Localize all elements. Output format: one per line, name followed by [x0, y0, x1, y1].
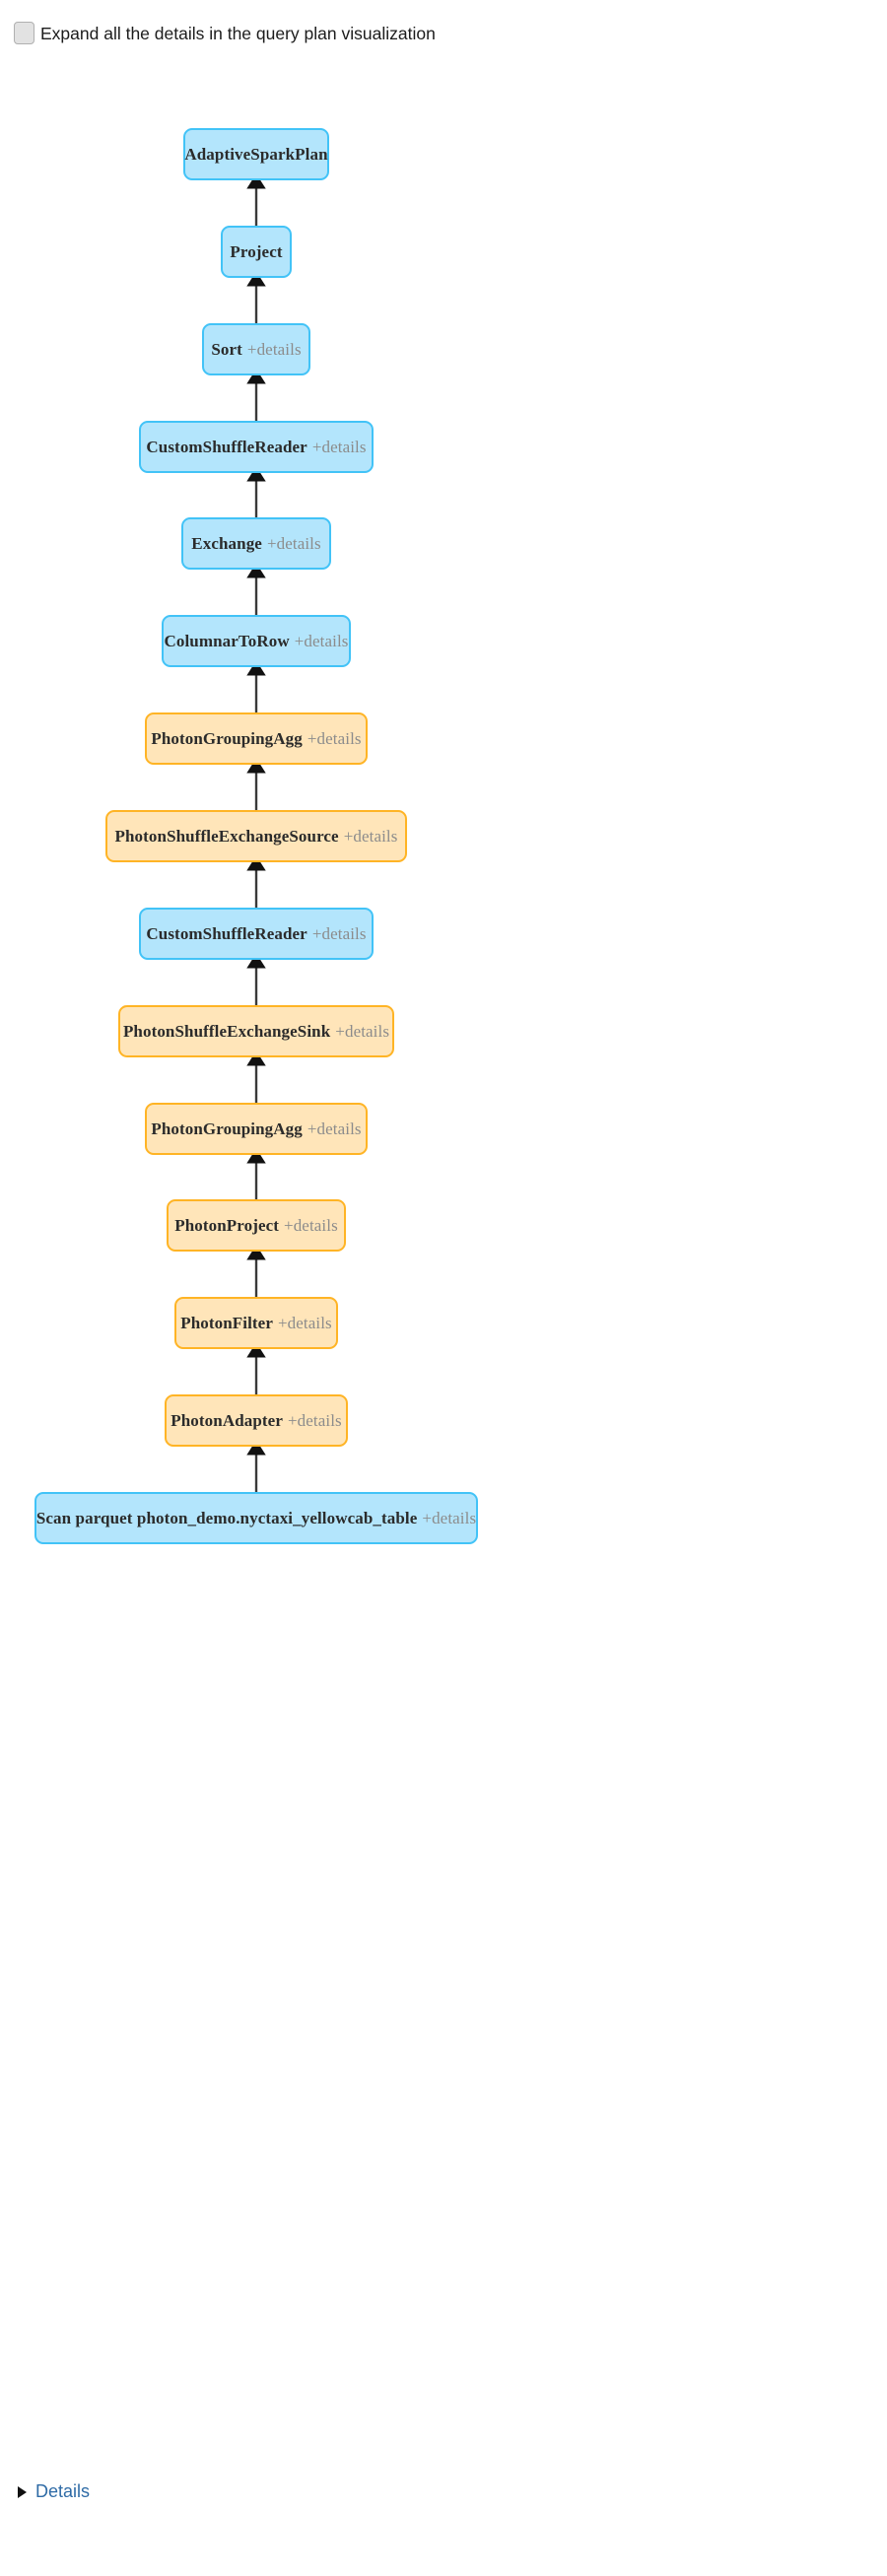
plan-node-n13[interactable]: PhotonAdapter+details — [165, 1394, 348, 1447]
plan-node-label: Scan parquet photon_demo.nyctaxi_yellowc… — [35, 1508, 418, 1527]
plan-node-text: Exchange+details — [191, 534, 320, 554]
plan-node-details-toggle[interactable]: +details — [343, 826, 398, 846]
plan-node-n1[interactable]: Project — [221, 226, 292, 278]
plan-node-label: CustomShuffleReader — [146, 923, 307, 943]
plan-node-text: CustomShuffleReader+details — [146, 438, 366, 457]
plan-node-text: Scan parquet photon_demo.nyctaxi_yellowc… — [36, 1509, 476, 1528]
plan-node-n8[interactable]: CustomShuffleReader+details — [139, 908, 374, 960]
details-disclosure[interactable]: Details — [18, 2481, 90, 2502]
plan-node-n5[interactable]: ColumnarToRow+details — [162, 615, 351, 667]
plan-node-details-toggle[interactable]: +details — [307, 728, 362, 748]
plan-node-label: ColumnarToRow — [164, 631, 290, 650]
plan-node-n14[interactable]: Scan parquet photon_demo.nyctaxi_yellowc… — [34, 1492, 478, 1544]
caret-right-icon[interactable] — [18, 2485, 27, 2498]
expand-all-details-row[interactable]: Expand all the details in the query plan… — [14, 22, 436, 44]
plan-node-label: Exchange — [191, 533, 262, 553]
plan-node-text: Sort+details — [211, 340, 301, 360]
plan-node-n10[interactable]: PhotonGroupingAgg+details — [145, 1103, 368, 1155]
plan-node-text: AdaptiveSparkPlan — [184, 145, 327, 165]
plan-node-details-toggle[interactable]: +details — [277, 1313, 332, 1332]
plan-node-text: PhotonAdapter+details — [171, 1411, 341, 1431]
plan-node-details-toggle[interactable]: +details — [266, 533, 321, 553]
plan-node-details-toggle[interactable]: +details — [246, 339, 302, 359]
plan-node-details-toggle[interactable]: +details — [311, 923, 367, 943]
plan-node-label: Project — [230, 241, 283, 261]
plan-node-n2[interactable]: Sort+details — [202, 323, 310, 375]
unchecked-checkbox-icon[interactable] — [14, 22, 34, 44]
details-link-label[interactable]: Details — [35, 2481, 91, 2501]
plan-node-text: ColumnarToRow+details — [164, 632, 348, 651]
plan-node-details-toggle[interactable]: +details — [284, 1215, 338, 1235]
plan-node-label: PhotonShuffleExchangeSink — [122, 1021, 331, 1041]
plan-node-label: CustomShuffleReader — [146, 437, 307, 456]
plan-node-n0[interactable]: AdaptiveSparkPlan — [183, 128, 329, 180]
plan-node-n4[interactable]: Exchange+details — [181, 517, 331, 570]
plan-node-text: PhotonFilter+details — [180, 1314, 332, 1333]
plan-node-text: PhotonShuffleExchangeSink+details — [123, 1022, 389, 1042]
plan-node-label: PhotonGroupingAgg — [151, 728, 303, 748]
plan-node-details-toggle[interactable]: +details — [307, 1119, 362, 1138]
plan-node-text: PhotonProject+details — [174, 1216, 338, 1236]
plan-node-text: PhotonShuffleExchangeSource+details — [115, 827, 398, 847]
plan-node-n7[interactable]: PhotonShuffleExchangeSource+details — [105, 810, 407, 862]
plan-node-details-toggle[interactable]: +details — [287, 1410, 342, 1430]
plan-node-n3[interactable]: CustomShuffleReader+details — [139, 421, 374, 473]
plan-node-details-toggle[interactable]: +details — [294, 631, 349, 650]
plan-node-label: AdaptiveSparkPlan — [184, 144, 328, 164]
plan-node-details-toggle[interactable]: +details — [311, 437, 367, 456]
plan-node-label: PhotonGroupingAgg — [151, 1119, 303, 1138]
plan-node-label: PhotonAdapter — [171, 1410, 283, 1430]
plan-node-n12[interactable]: PhotonFilter+details — [174, 1297, 338, 1349]
plan-node-label: Sort — [211, 339, 242, 359]
plan-node-label: PhotonFilter — [180, 1313, 273, 1332]
expand-all-details-label: Expand all the details in the query plan… — [40, 23, 436, 43]
plan-node-text: PhotonGroupingAgg+details — [151, 729, 361, 749]
plan-node-text: Project — [230, 242, 282, 262]
plan-node-details-toggle[interactable]: +details — [422, 1508, 477, 1527]
plan-node-details-toggle[interactable]: +details — [335, 1021, 390, 1041]
plan-node-text: PhotonGroupingAgg+details — [151, 1119, 361, 1139]
plan-node-n11[interactable]: PhotonProject+details — [167, 1199, 346, 1252]
plan-node-n6[interactable]: PhotonGroupingAgg+details — [145, 712, 368, 765]
plan-node-text: CustomShuffleReader+details — [146, 924, 366, 944]
plan-node-label: PhotonShuffleExchangeSource — [114, 826, 339, 846]
plan-node-label: PhotonProject — [174, 1215, 280, 1235]
plan-node-n9[interactable]: PhotonShuffleExchangeSink+details — [118, 1005, 394, 1057]
